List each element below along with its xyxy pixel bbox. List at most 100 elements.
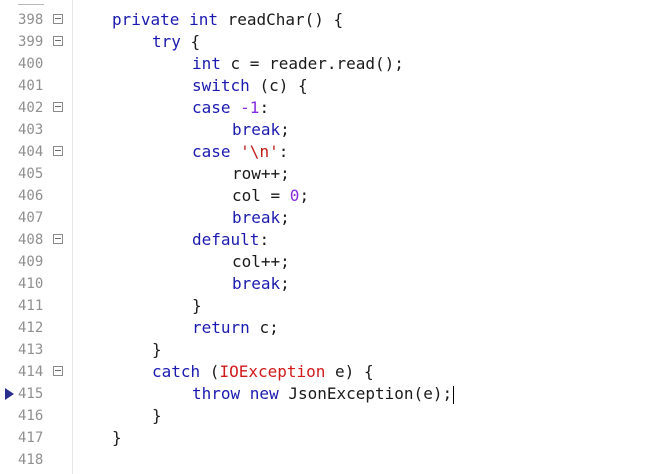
code-line[interactable]: 410 break; (0, 273, 667, 295)
code-line[interactable]: 411} (0, 295, 667, 317)
code-token: c; (259, 318, 279, 337)
code-token: default (192, 230, 260, 249)
code-text[interactable]: } (112, 427, 122, 449)
code-token: break (232, 120, 281, 139)
code-line[interactable]: 407 break; (0, 207, 667, 229)
code-token: } (112, 428, 122, 447)
code-token: } (192, 296, 202, 315)
code-line[interactable]: 413} (0, 339, 667, 361)
gutter-separator (72, 0, 73, 474)
code-line[interactable]: 418 (0, 449, 667, 471)
code-line[interactable]: 402 case -1: (0, 97, 667, 119)
code-line[interactable]: 405 row++; (0, 163, 667, 185)
code-line[interactable]: 412 return c; (0, 317, 667, 339)
code-token: ; (280, 120, 290, 139)
line-number: 405 (18, 166, 44, 182)
code-token: e) { (325, 362, 374, 381)
fold-toggle-icon[interactable] (53, 234, 63, 244)
code-text[interactable]: throw new JsonException(e); (192, 383, 455, 405)
code-token: int (189, 10, 228, 29)
code-line[interactable]: 406 col = 0; (0, 185, 667, 207)
fold-toggle-icon[interactable] (53, 14, 63, 24)
text-caret (453, 385, 455, 404)
code-line[interactable]: 404 case '\n': (0, 141, 667, 163)
code-token: JsonException(e); (288, 384, 453, 403)
code-text[interactable]: break; (232, 207, 290, 229)
code-text[interactable]: case '\n': (192, 141, 288, 163)
code-token: ; (299, 186, 310, 205)
code-token: new (249, 384, 289, 403)
line-number: 404 (18, 144, 44, 160)
code-text[interactable]: private int readChar() { (112, 9, 343, 31)
line-number: 408 (18, 232, 44, 248)
code-token: } (152, 406, 162, 425)
line-number: 412 (18, 320, 44, 336)
code-token: -1 (240, 98, 260, 117)
code-line[interactable]: 400 int c = reader.read(); (0, 53, 667, 75)
line-number: 406 (18, 188, 44, 204)
fold-toggle-icon[interactable] (53, 366, 63, 376)
code-token: ( (209, 362, 220, 381)
code-token: } (152, 340, 162, 359)
code-token: IOException (219, 362, 326, 381)
code-token: col = (232, 186, 290, 205)
code-token: break (232, 274, 281, 293)
code-text[interactable]: col = 0; (232, 185, 309, 207)
line-number: 400 (18, 56, 44, 72)
fold-toggle-icon[interactable] (53, 102, 63, 112)
fold-toggle-icon[interactable] (53, 146, 63, 156)
code-token: int (192, 54, 231, 73)
code-line[interactable]: 416} (0, 405, 667, 427)
code-text[interactable]: case -1: (192, 97, 269, 119)
line-number: 402 (18, 100, 44, 116)
line-number: 414 (18, 364, 44, 380)
code-text[interactable]: int c = reader.read(); (192, 53, 404, 75)
code-token: c = reader.read(); (230, 54, 404, 73)
line-number: 418 (18, 452, 44, 468)
code-text[interactable]: catch (IOException e) { (152, 361, 374, 383)
code-line[interactable]: 401 switch (c) { (0, 75, 667, 97)
line-number: 410 (18, 276, 44, 292)
line-number: 411 (18, 298, 44, 314)
code-token: private (112, 10, 190, 29)
code-text[interactable]: } (152, 339, 162, 361)
code-token: throw (192, 384, 250, 403)
code-token: : (278, 142, 289, 161)
code-token: 0 (289, 186, 300, 205)
code-token: catch (152, 362, 210, 381)
code-line[interactable]: 415 throw new JsonException(e); (0, 383, 667, 405)
code-text[interactable]: break; (232, 273, 290, 295)
code-line[interactable]: 414 catch (IOException e) { (0, 361, 667, 383)
code-token: return (192, 318, 260, 337)
code-text[interactable]: row++; (232, 163, 290, 185)
code-line[interactable]: 408 default: (0, 229, 667, 251)
line-number: 415 (18, 386, 44, 402)
code-text[interactable]: switch (c) { (192, 75, 308, 97)
code-line[interactable]: 417} (0, 427, 667, 449)
line-number: 409 (18, 254, 44, 270)
line-number: 403 (18, 122, 44, 138)
code-line[interactable]: 409 col++; (0, 251, 667, 273)
code-text[interactable]: try { (152, 31, 200, 53)
line-number: 401 (18, 78, 44, 94)
line-number: 407 (18, 210, 44, 226)
code-text[interactable]: break; (232, 119, 290, 141)
code-text[interactable]: return c; (192, 317, 279, 339)
code-text[interactable]: } (152, 405, 162, 427)
code-token: col++; (232, 252, 290, 271)
code-text[interactable]: } (192, 295, 202, 317)
code-token: ; (280, 274, 290, 293)
fold-toggle-icon[interactable] (53, 36, 63, 46)
code-token: switch (192, 76, 260, 95)
code-token: : (259, 98, 270, 117)
code-token: break (232, 208, 281, 227)
code-text[interactable]: col++; (232, 251, 290, 273)
code-token: case (192, 98, 241, 117)
code-token: '\n' (240, 142, 279, 161)
current-line-arrow-icon (5, 388, 14, 400)
code-line[interactable]: 403 break; (0, 119, 667, 141)
code-text[interactable]: default: (192, 229, 269, 251)
